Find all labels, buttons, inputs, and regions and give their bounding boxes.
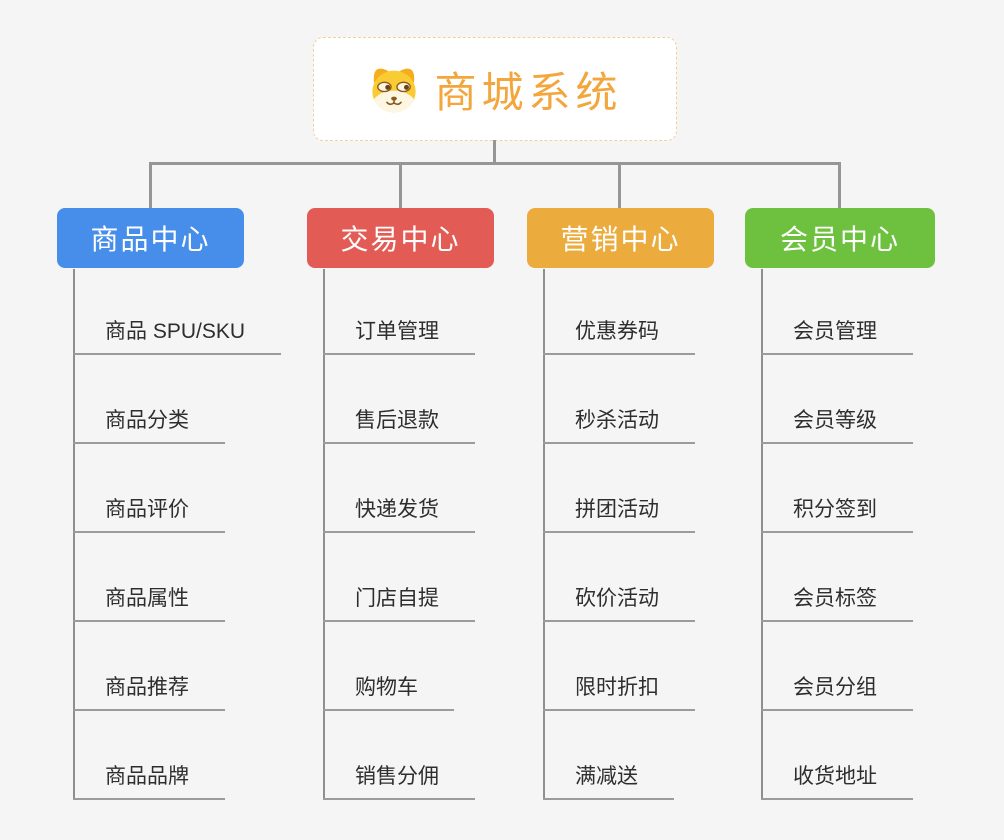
leaf-item[interactable]: 会员分组 <box>761 674 913 711</box>
leaf-item[interactable]: 积分签到 <box>761 496 913 533</box>
leaf-item[interactable]: 优惠券码 <box>543 318 695 355</box>
leaf-item[interactable]: 商品推荐 <box>73 674 225 711</box>
leaf-item[interactable]: 销售分佣 <box>323 763 475 800</box>
leaf-item[interactable]: 会员管理 <box>761 318 913 355</box>
stem-line-member <box>838 162 841 208</box>
root-title: 商城系统 <box>434 68 623 116</box>
leaf-item[interactable]: 会员标签 <box>761 585 913 622</box>
leaf-item[interactable]: 秒杀活动 <box>543 407 695 444</box>
dog-face-icon <box>367 64 421 114</box>
leaf-item[interactable]: 商品 SPU/SKU <box>73 318 282 355</box>
leaf-item[interactable]: 门店自提 <box>323 585 475 622</box>
leaf-item[interactable]: 商品属性 <box>73 585 225 622</box>
leaf-item[interactable]: 限时折扣 <box>543 674 695 711</box>
branch-column-trade: 订单管理 售后退款 快递发货 门店自提 购物车 销售分佣 <box>323 269 583 800</box>
branch-node-trade[interactable]: 交易中心 <box>307 208 494 268</box>
branch-node-product[interactable]: 商品中心 <box>57 208 244 268</box>
leaf-item[interactable]: 满减送 <box>543 763 674 800</box>
branch-column-marketing: 优惠券码 秒杀活动 拼团活动 砍价活动 限时折扣 满减送 <box>543 269 803 800</box>
stem-line-marketing <box>618 162 621 208</box>
leaf-item[interactable]: 商品评价 <box>73 496 225 533</box>
leaf-item[interactable]: 砍价活动 <box>543 585 695 622</box>
leaf-item[interactable]: 商品分类 <box>73 407 225 444</box>
branch-bus-line <box>149 162 841 165</box>
branch-node-marketing[interactable]: 营销中心 <box>527 208 714 268</box>
leaf-item[interactable]: 快递发货 <box>323 496 475 533</box>
branch-node-member[interactable]: 会员中心 <box>745 208 935 268</box>
leaf-item[interactable]: 售后退款 <box>323 407 475 444</box>
stem-line-product <box>149 162 152 208</box>
leaf-item[interactable]: 商品品牌 <box>73 763 225 800</box>
leaf-item[interactable]: 订单管理 <box>323 318 475 355</box>
branch-column-product: 商品 SPU/SKU 商品分类 商品评价 商品属性 商品推荐 商品品牌 <box>73 269 333 800</box>
branch-column-member: 会员管理 会员等级 积分签到 会员标签 会员分组 收货地址 <box>761 269 1004 800</box>
leaf-item[interactable]: 购物车 <box>323 674 454 711</box>
leaf-item[interactable]: 会员等级 <box>761 407 913 444</box>
root-node[interactable]: 商城系统 <box>313 37 677 141</box>
stem-line-trade <box>399 162 402 208</box>
leaf-item[interactable]: 收货地址 <box>761 763 913 800</box>
root-stem-line <box>493 140 496 163</box>
leaf-item[interactable]: 拼团活动 <box>543 496 695 533</box>
